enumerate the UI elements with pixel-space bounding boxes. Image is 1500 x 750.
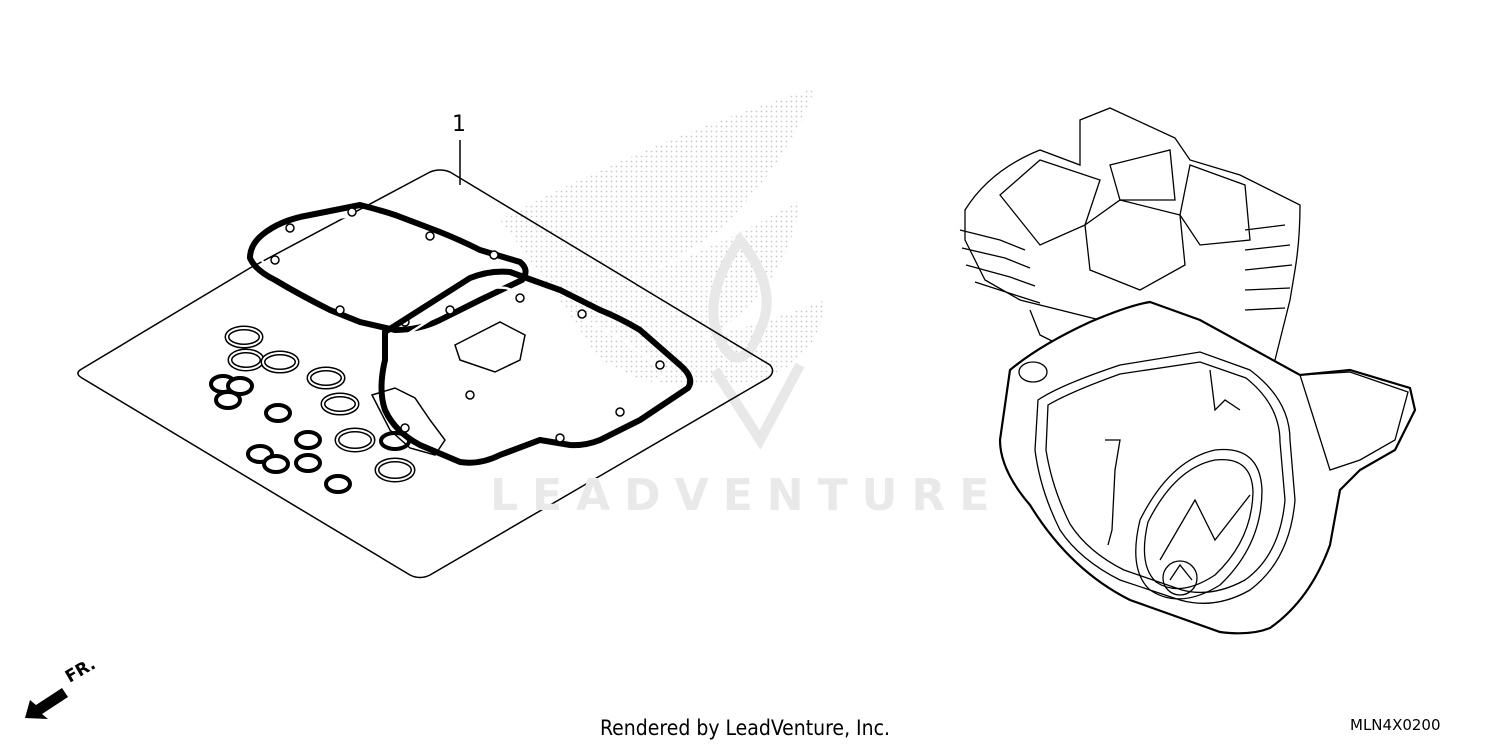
front-direction-arrow (25, 688, 68, 719)
washers (209, 374, 352, 494)
bracket-seal (370, 387, 446, 456)
render-credit: Rendered by LeadVenture, Inc. (600, 716, 890, 740)
callout-number-1: 1 (452, 112, 466, 137)
o-rings (224, 325, 416, 483)
flame-watermark-logo (708, 231, 805, 450)
wing-watermark (500, 88, 825, 385)
lower-gasket (378, 268, 694, 466)
leadventure-watermark: LEADVENTURE (490, 470, 1004, 521)
gasket-kit-sheet (77, 140, 774, 579)
engine-illustration (959, 107, 1417, 635)
upper-gasket (246, 201, 529, 334)
diagram-code: MLN4X0200 (1350, 716, 1441, 734)
